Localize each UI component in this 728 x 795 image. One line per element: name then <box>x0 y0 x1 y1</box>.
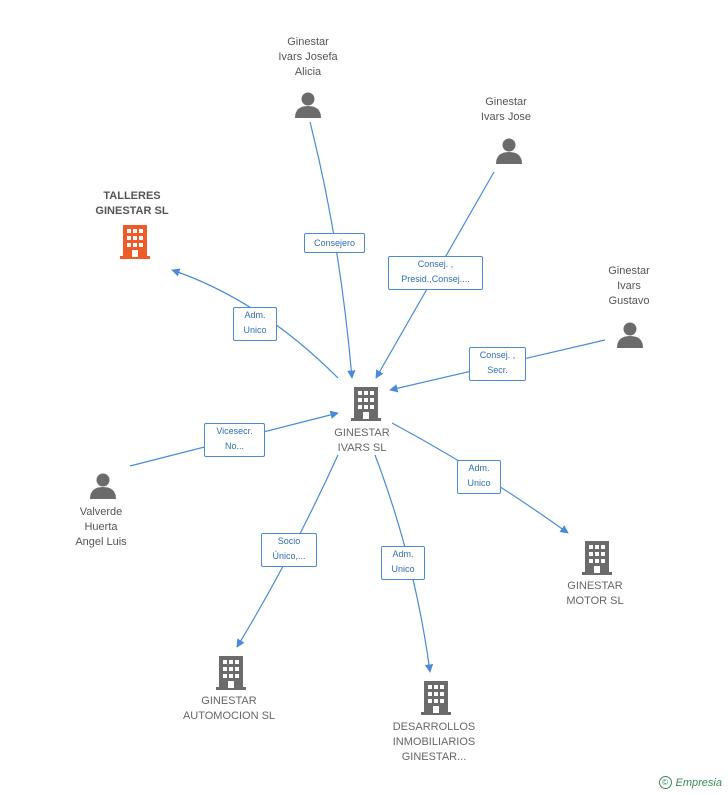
name-line: GINESTAR <box>201 695 257 707</box>
edge-label-e1[interactable]: Consejero <box>304 233 365 253</box>
name-line: Huerta <box>84 521 118 533</box>
person-label-p1[interactable]: Ginestar Ivars Josefa Alicia <box>248 35 368 80</box>
edge-label-e8[interactable]: Adm. Unico <box>381 546 425 580</box>
person-label-p2[interactable]: Ginestar Ivars Jose <box>446 95 566 125</box>
building-icon <box>351 387 381 421</box>
company-label-c3[interactable]: GINESTAR AUTOMOCION SL <box>169 694 289 724</box>
brand-name: Empresia <box>675 777 722 789</box>
person-icon <box>496 138 522 164</box>
name-line: Valverde <box>79 506 123 518</box>
name-line: Ginestar <box>608 265 650 277</box>
name-line: IVARS SL <box>337 442 387 454</box>
person-icon <box>617 322 643 348</box>
edge-label-e3[interactable]: Consej. , Secr. <box>469 347 526 381</box>
edge-label-line: Adm. <box>244 310 266 320</box>
name-line: MOTOR SL <box>566 595 624 607</box>
name-line: INMOBILIARIOS <box>392 736 476 748</box>
edge-label-line: Consej. , <box>417 259 454 269</box>
building-icon <box>216 656 246 690</box>
building-icon <box>421 681 451 715</box>
edge-label-line: Adm. <box>468 463 490 473</box>
edge-label-line: No... <box>224 441 244 451</box>
name-line: Angel Luis <box>75 536 127 548</box>
edge-label-line: Vicesecr. <box>216 426 253 436</box>
edge-label-line: Unico <box>391 564 415 574</box>
person-icon <box>90 473 116 499</box>
edge-label-line: Socio <box>277 536 301 546</box>
name-line: GINESTAR <box>334 427 390 439</box>
company-label-c4[interactable]: DESARROLLOS INMOBILIARIOS GINESTAR... <box>374 720 494 765</box>
name-line: GINESTAR SL <box>95 205 169 217</box>
company-label-c1[interactable]: TALLERES GINESTAR SL <box>72 189 192 219</box>
person-icon <box>295 92 321 118</box>
edge-label-e2[interactable]: Consej. , Presid.,Consej.... <box>388 256 483 290</box>
name-line: AUTOMOCION SL <box>182 710 276 722</box>
company-label-c2[interactable]: GINESTAR MOTOR SL <box>535 579 655 609</box>
name-line: GINESTAR <box>567 580 623 592</box>
person-label-p4[interactable]: Valverde Huerta Angel Luis <box>41 505 161 550</box>
empresia-logo[interactable]: ©Empresia <box>658 776 722 789</box>
edge-label-line: Unico <box>467 478 491 488</box>
edge-label-e4[interactable]: Vicesecr. No... <box>204 423 265 457</box>
name-line: Ginestar <box>485 96 527 108</box>
name-line: Gustavo <box>608 295 650 307</box>
edge-label-e6[interactable]: Adm. Unico <box>457 460 501 494</box>
company-label-center[interactable]: GINESTAR IVARS SL <box>302 426 422 456</box>
edge-label-line: Consejero <box>313 238 356 248</box>
copyright-icon: © <box>658 776 672 789</box>
edge-label-line: Único,... <box>272 551 306 561</box>
name-line: Alicia <box>294 66 322 78</box>
edge-label-line: Secr. <box>487 365 508 375</box>
name-line: Ivars <box>617 280 641 292</box>
name-line: DESARROLLOS <box>392 721 476 733</box>
building-icon <box>120 225 150 259</box>
building-icon <box>582 541 612 575</box>
name-line: GINESTAR... <box>401 751 467 763</box>
name-line: Ivars Josefa <box>278 51 338 63</box>
edge-label-line: Unico <box>243 325 267 335</box>
edge-label-e7[interactable]: Socio Único,... <box>261 533 317 567</box>
edge-label-e5[interactable]: Adm. Unico <box>233 307 277 341</box>
edge-label-line: Consej. , <box>479 350 516 360</box>
edge-label-line: Adm. <box>392 549 414 559</box>
person-label-p3[interactable]: Ginestar Ivars Gustavo <box>569 264 689 309</box>
edge-label-line: Presid.,Consej.... <box>401 274 470 284</box>
name-line: Ginestar <box>287 36 329 48</box>
name-line: Ivars Jose <box>480 111 532 123</box>
name-line: TALLERES <box>103 190 161 202</box>
